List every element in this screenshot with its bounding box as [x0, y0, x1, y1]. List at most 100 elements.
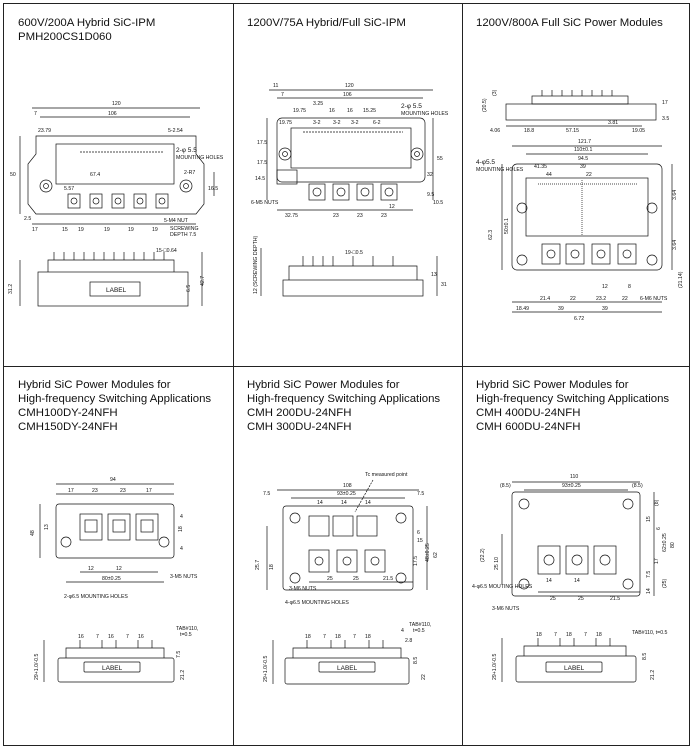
side-7: 7	[323, 634, 326, 640]
side-18b: 18	[566, 632, 572, 638]
nut-label: 3-M5 NUTS	[170, 574, 198, 580]
side-label: LABEL	[337, 665, 358, 672]
panel-cmh400du: Hybrid SiC Power Modules for High-freque…	[462, 366, 689, 745]
caption-line: CMH 400DU-24NFH	[476, 407, 581, 419]
dim-18: 18	[178, 526, 184, 532]
dim-23: 23	[120, 488, 126, 494]
mount-label: 2-φ 5.5	[176, 147, 197, 154]
drawing-full-sic-800a: (20.5) (3) 17 3.5 4.06 18.8 57.15 3.81 1…	[476, 89, 684, 322]
caption-line: 1200V/75A Hybrid/Full SiC-IPM	[247, 17, 406, 29]
side-18: 18	[305, 634, 311, 640]
dim-19: 19	[104, 227, 110, 233]
dim-14: 14	[646, 588, 652, 594]
dim-106: 106	[108, 111, 117, 117]
tab-label-2: t=0.5	[413, 628, 425, 634]
panel-caption: 600V/200A Hybrid SiC-IPM PMH200CS1D060	[18, 16, 155, 44]
dim-25-10: 25 10	[494, 557, 500, 570]
dim-6: 6	[417, 530, 420, 536]
mount-label: 2-φ6.5 MOUNTING HOLES	[64, 594, 128, 600]
dim-50: 50	[10, 172, 16, 178]
dim-110: 110±0.1	[574, 147, 592, 153]
nut-label: 5-M4 NUT	[164, 218, 189, 224]
mount-label: 4-φ5.5	[476, 159, 495, 166]
dim-50: 50±0.1	[504, 218, 510, 234]
dim-19-75b: 19.75	[279, 120, 292, 126]
dim-8: (8)	[654, 499, 660, 506]
dim-93: 93±0.25	[562, 483, 581, 489]
dim-110: 110	[570, 474, 578, 480]
side-13: 13	[431, 272, 437, 278]
mount-label: 4-φ6.5 MOUTING HOLES	[472, 584, 533, 590]
dim-13: 13	[44, 524, 50, 530]
side-total: 42.7	[200, 276, 206, 286]
dim-4b: 4	[180, 546, 183, 552]
side-18c: 18	[596, 632, 602, 638]
mount-holes-label: MOUNTING HOLES	[476, 167, 524, 173]
drawing-ipm-600v: 120 106 7 23.79 5-2.54 67.4 5.57 19 19 1…	[8, 101, 224, 307]
dim-17: 17	[32, 227, 38, 233]
nut-label: 3-M6 NUTS	[492, 606, 520, 612]
dim-23: 23	[333, 213, 339, 219]
dim-18: 18	[269, 564, 275, 570]
dim-15: 15	[417, 538, 423, 544]
side-18: 18	[536, 632, 542, 638]
divider-col-1	[233, 4, 234, 745]
dim-14-5: 14.5	[255, 176, 265, 182]
dim-25-7: 25.7	[255, 560, 261, 570]
dim-19: 19	[152, 227, 158, 233]
drawing-cmh200du: Tc measured point 108 93±0.25 7.5 7.5 14…	[255, 472, 439, 685]
dim-11: 11	[273, 83, 278, 89]
dim-17-5: 17.5	[257, 140, 267, 146]
side-label: LABEL	[102, 665, 123, 672]
caption-line: CMH 200DU-24NFH	[247, 407, 352, 419]
depth-label: DEPTH 7.5	[170, 232, 196, 238]
dim-16-5: 16.5	[208, 186, 218, 192]
top-r2: 3.5	[662, 116, 669, 122]
dim-120: 120	[112, 101, 121, 107]
side-18b: 18	[335, 634, 341, 640]
panel-caption: 1200V/800A Full SiC Power Modules	[476, 16, 663, 30]
dim-17: 17	[654, 558, 660, 564]
side-label: LABEL	[564, 665, 585, 672]
caption-line: PMH200CS1D060	[18, 31, 112, 43]
b-22b: 22	[622, 296, 628, 302]
drawing-cmh100dy: 94 17 23 23 17 48 13 4 18 4 12 12 80±0.2…	[30, 477, 198, 683]
dim-21-5: 21.5	[610, 596, 620, 602]
dim-16: 16	[347, 108, 353, 114]
top-r1: 17	[662, 100, 668, 106]
dim-17: 17	[68, 488, 74, 494]
side-7: 7	[96, 634, 99, 640]
side-h1: 31.2	[8, 284, 14, 294]
dim-pin-pitch: 5-2.54	[168, 128, 183, 134]
dim-19: 19	[128, 227, 134, 233]
side-29: 29+1.0/-0.5	[492, 653, 498, 680]
dim-3-64b: 3.64	[672, 240, 678, 250]
dim-17-5: 17.5	[413, 556, 419, 566]
b-21-4: 21.4	[540, 296, 550, 302]
side-31: 31	[441, 282, 447, 288]
caption-line: CMH 300DU-24NFH	[247, 421, 352, 433]
dim-6-2: 6-2	[373, 120, 381, 126]
dim-120: 120	[345, 83, 354, 89]
side-18c: 18	[365, 634, 371, 640]
nut-label: 3-M6 NUTS	[289, 586, 317, 592]
dim-80: 80	[670, 542, 676, 548]
dim-106: 106	[343, 92, 352, 98]
b-39: 39	[558, 306, 564, 312]
dim-2-5: 2.5	[24, 216, 31, 222]
side-16b: 16	[108, 634, 114, 640]
dim-5-57: 5.57	[64, 186, 74, 192]
dim-7: 7	[34, 111, 37, 117]
mount-label: 4-φ6.5 MOUNTING HOLES	[285, 600, 349, 606]
dim-32-75: 32.75	[285, 213, 298, 219]
dim-8-5b: (8.5)	[632, 483, 643, 489]
side-7b: 7	[353, 634, 356, 640]
dim-21-5: 21.5	[383, 576, 393, 582]
dim-22-2: (22.2)	[480, 548, 486, 562]
side-8-5: 8.5	[413, 657, 419, 664]
dim-14: 14	[317, 500, 323, 506]
dim-12: 12	[389, 204, 395, 210]
side-4: 4	[401, 628, 404, 634]
dim-15: 15	[646, 516, 652, 522]
side-7b: 7	[584, 632, 587, 638]
